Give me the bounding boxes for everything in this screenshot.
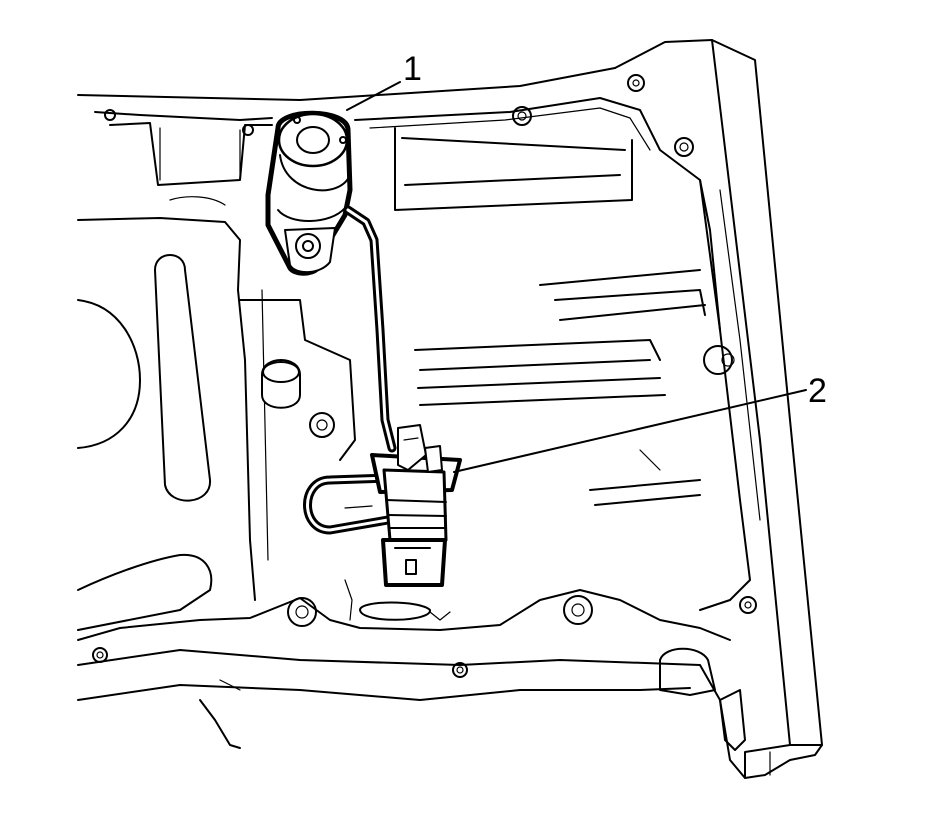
wire-harness [303,205,397,535]
callout-1-label: 1 [403,50,422,88]
connector-component [370,424,462,587]
callout-2-label: 2 [808,372,827,410]
housing [77,39,823,779]
bolt-holes [92,74,757,678]
sensor-component [265,110,353,276]
leader-lines [346,81,807,473]
